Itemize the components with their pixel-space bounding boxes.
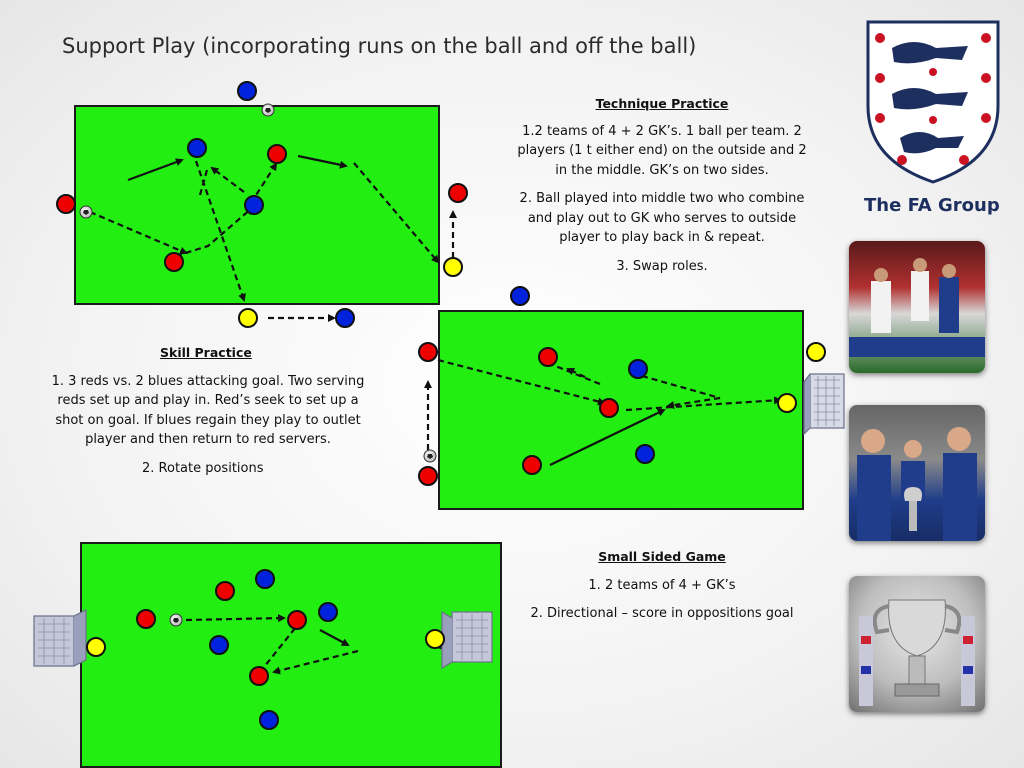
trophy-icon: [849, 576, 985, 712]
technique-heading: Technique Practice: [595, 96, 729, 111]
ssg-heading: Small Sided Game: [598, 549, 726, 564]
skill-line: 1. 3 reds vs. 2 blues attacking goal. Tw…: [51, 373, 365, 389]
red-player: [448, 183, 468, 203]
skill-heading: Skill Practice: [160, 345, 252, 360]
technique-line: player to play back in & repeat.: [559, 230, 765, 245]
ssg-text-block: Small Sided Game 1. 2 teams of 4 + GK’s …: [510, 547, 814, 624]
celebration-photo: [849, 405, 985, 541]
fa-group-brand: The FA Group: [864, 195, 1000, 216]
ssg-line: 1. 2 teams of 4 + GK’s: [588, 577, 736, 593]
technique-line: 2. Ball played into middle two who combi…: [519, 191, 805, 206]
technique-text-block: Technique Practice 1.2 teams of 4 + 2 GK…: [510, 94, 814, 276]
skill-pitch: [438, 310, 804, 510]
yellow-goalkeeper: [806, 342, 826, 362]
skill-line: 2. Rotate positions: [142, 460, 264, 476]
skill-line: shot on goal. If blues regain they play …: [55, 412, 361, 428]
goal-net-icon: [803, 373, 845, 436]
blue-player: [335, 308, 355, 328]
blue-player: [237, 81, 257, 101]
technique-line: 3. Swap roles.: [616, 258, 708, 274]
technique-line: in the middle. GK’s on two sides.: [555, 162, 769, 178]
ssg-pitch: [80, 542, 502, 768]
match-photo: [849, 241, 985, 373]
page-title: Support Play (incorporating runs on the …: [62, 34, 697, 58]
goal-net-icon: [33, 609, 87, 667]
red-player: [418, 342, 438, 362]
red-player: [418, 466, 438, 486]
yellow-goalkeeper: [443, 257, 463, 277]
skill-line: player and then return to red servers.: [85, 432, 331, 447]
technique-pitch: [74, 105, 440, 305]
technique-line: and play out to GK who serves to outside: [527, 210, 797, 226]
technique-line: players (1 t either end) on the outside …: [517, 143, 807, 158]
three-lions-crest-icon: [866, 20, 1000, 184]
skill-line: reds set up and play in. Red’s seek to s…: [57, 393, 359, 408]
red-player: [56, 194, 76, 214]
skill-text-block: Skill Practice 1. 3 reds vs. 2 blues att…: [38, 343, 378, 478]
technique-line: 1.2 teams of 4 + 2 GK’s. 1 ball per team…: [522, 123, 802, 139]
yellow-goalkeeper: [238, 308, 258, 328]
ssg-line: 2. Directional – score in oppositions go…: [530, 606, 794, 621]
blue-player: [510, 286, 530, 306]
